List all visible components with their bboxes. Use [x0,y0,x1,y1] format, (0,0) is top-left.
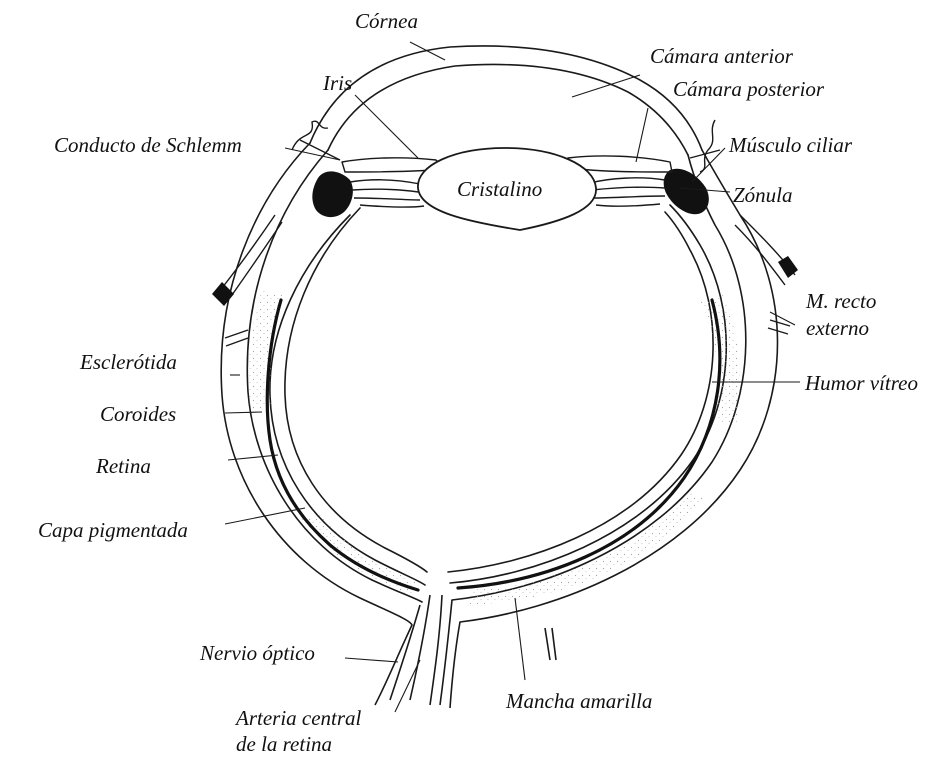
label-camara-anterior: Cámara anterior [650,45,793,67]
leader-iris [355,95,418,158]
cornea-inner [328,64,688,155]
label-iris: Iris [323,72,352,94]
optic-nerve-left [375,625,412,705]
leader-nervio [345,658,398,662]
ciliary-muscle-left [312,171,353,217]
label-humor-vitreo: Humor vítreo [805,372,918,394]
label-esclerotida: Esclerótida [80,351,177,373]
leader-conducto [285,148,340,160]
ciliary-muscle-right [664,169,709,215]
leader-camara-posterior [636,108,648,162]
leader-coroides [225,412,262,413]
label-cristalino: Cristalino [457,178,542,200]
label-zonula: Zónula [733,184,793,206]
leader-arteria [395,660,420,712]
label-retina: Retina [96,455,151,477]
label-m-recto: M. recto [806,290,876,312]
label-camara-posterior: Cámara posterior [673,78,824,100]
label-m-recto-externo: externo [806,317,869,339]
optic-nerve-right [450,622,460,708]
label-musculo-ciliar: Músculo ciliar [729,134,852,156]
leader-cornea [410,42,445,60]
label-conducto-schlemm: Conducto de Schlemm [54,134,242,156]
label-cornea: Córnea [355,10,418,32]
leader-capa [225,508,305,524]
label-de-la-retina: de la retina [236,733,332,755]
label-mancha-amarilla: Mancha amarilla [506,690,652,712]
label-arteria-central: Arteria central [236,707,361,729]
label-capa-pigmentada: Capa pigmentada [38,519,188,541]
iris-left [342,158,438,172]
label-coroides: Coroides [100,403,176,425]
label-nervio-optico: Nervio óptico [200,642,315,664]
